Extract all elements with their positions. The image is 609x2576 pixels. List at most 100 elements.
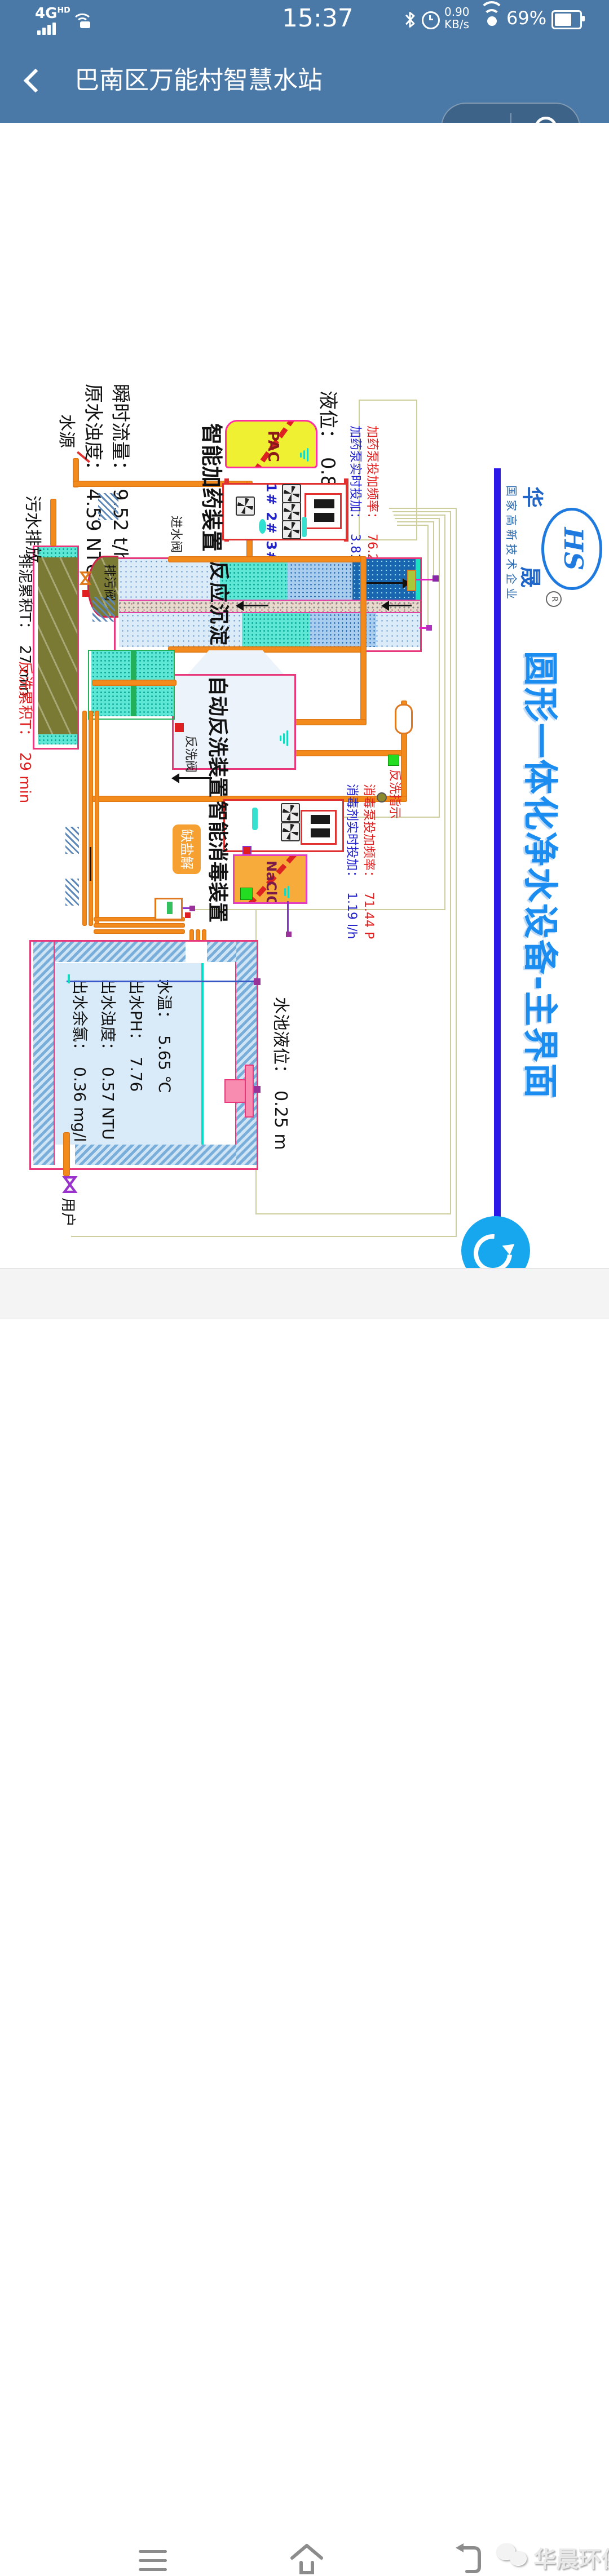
pipe-sensor: [377, 792, 387, 802]
flow-arrow: [242, 605, 268, 606]
pipe: [92, 680, 176, 686]
registered-mark: R: [546, 591, 562, 607]
signal-line: [427, 525, 429, 626]
disinfect-frequency-row: 消毒泵投加频率：71.44 P: [361, 784, 376, 939]
naclo-tank: NaClO: [233, 854, 307, 904]
backwash-indicator-label: 反洗指示: [387, 769, 401, 819]
fan-icon: [282, 502, 301, 521]
title-underline: [494, 468, 501, 1252]
sensor-wire: [287, 901, 289, 934]
tank-flange: [245, 1065, 254, 1118]
instant-flow-row: 瞬时流量：9.52 t/h: [109, 384, 131, 564]
flow-arrow: [388, 605, 412, 606]
pipe: [168, 646, 362, 653]
sensor-node: [433, 575, 439, 582]
ground-hatch-icon: [65, 827, 79, 854]
drain-valve-icon: ⋈: [76, 570, 95, 587]
flow-arrow: [90, 847, 91, 881]
out-turbidity-row: 出水浊度：0.57 NTU: [99, 979, 117, 1140]
ground-hatch-icon: [65, 879, 79, 906]
naclo-label: NaClO: [263, 861, 279, 904]
flow-arrow-head: [236, 601, 244, 611]
vowifi-icon: [75, 13, 90, 28]
logo-char-hua: 华: [520, 486, 545, 508]
home-icon[interactable]: [289, 2541, 325, 2576]
pipe: [293, 719, 367, 725]
drain-valve-actuator: [82, 590, 89, 597]
signal-line: [257, 1213, 451, 1214]
sensor-wire: [420, 627, 426, 629]
backwash-time-row: 反洗累积T：29 min: [16, 661, 33, 804]
flow-arrow: [178, 777, 212, 779]
raw-turbidity-row: 原水浊度：4.59 NTU: [82, 384, 104, 578]
main-content: HS R 华 晟 国家高新技术企业 圆形一体化净水设备-主界面 水源 ⋈ ⋈ 进…: [0, 123, 609, 1268]
dosing-control-cabinet: [304, 493, 342, 529]
bottom-nav-bar: 华晨环保: [0, 1268, 609, 2574]
disinfect-rate-row: 消毒剂实时投加：1.19 l/h: [345, 784, 359, 939]
naclo-indicator-icon: [240, 888, 253, 900]
logo-char-sheng: 晟: [518, 566, 543, 588]
watermark-bubble-icon: [510, 2551, 527, 2566]
sensor-wire: [416, 579, 433, 580]
tank-flange-stem: [224, 1079, 246, 1103]
signal-line: [433, 521, 434, 578]
sewage-label: 污水排放: [23, 495, 42, 563]
signal-line: [71, 1236, 457, 1237]
ground-hatch-icon: [98, 493, 118, 520]
flow-arrow-head: [381, 601, 389, 611]
fan-icon: [282, 484, 301, 503]
menu-icon[interactable]: [139, 2550, 167, 2571]
ph-row: 出水PH：7.76: [127, 979, 145, 1092]
pipe: [82, 711, 87, 926]
salt-release-button[interactable]: 缺盐解除: [151, 824, 201, 874]
backwash-valve-icon: [175, 723, 184, 732]
signal-line: [439, 518, 440, 817]
sensor-tip: [68, 974, 70, 983]
static-mixer: [395, 704, 413, 734]
small-valve: [242, 846, 251, 855]
sensor-node: [254, 978, 261, 985]
signal-line: [450, 511, 451, 1213]
screen-title: 圆形一体化净水设备-主界面: [520, 651, 561, 1099]
company-logo-icon: HS: [541, 508, 602, 590]
sensor-node: [189, 906, 195, 911]
signal-bars-icon: [37, 23, 58, 35]
liquid-level-icon: [298, 447, 310, 462]
back-nav-icon[interactable]: [450, 2542, 484, 2575]
bluetooth-icon: [405, 12, 415, 28]
pipe: [360, 556, 367, 725]
backwash-valve-label: 反洗阀: [183, 735, 197, 773]
page-title: 巴南区万能村智慧水站: [74, 66, 323, 95]
backwash-hopper: [188, 650, 284, 674]
pipe: [95, 711, 99, 926]
raw-water-source-label: 水源: [56, 414, 76, 448]
signal-line: [444, 515, 445, 909]
backwash-indicator-icon: [388, 755, 399, 766]
chlorine-row: 出水余氯：0.36 mg/l: [70, 979, 89, 1142]
dosing-title: 智能加药装置: [199, 423, 224, 552]
refresh-button[interactable]: [461, 1216, 530, 1268]
pool-level-row: 水池液位：0.25 m: [271, 997, 290, 1150]
signal-line: [456, 508, 457, 1236]
sensor-node: [426, 625, 432, 631]
drain-valve-label: 排污阀: [102, 564, 116, 602]
fan-icon: [281, 822, 300, 841]
sensor-node: [254, 1086, 261, 1093]
fan-icon: [236, 496, 255, 516]
battery-percent: 69%: [506, 7, 547, 29]
flow-arrow-head: [171, 773, 179, 783]
pipe: [63, 1132, 70, 1176]
nav-bar: 巴南区万能村智慧水站: [0, 39, 609, 153]
inlet-valve-label: 进水阀: [169, 516, 183, 553]
disinfection-title: 智能消毒装置: [206, 801, 229, 923]
backwash-title: 自动反洗装置: [206, 676, 229, 798]
pipe: [89, 711, 93, 926]
back-icon[interactable]: [23, 68, 48, 93]
pump-head: [259, 519, 266, 534]
fan-icon: [282, 520, 301, 539]
pipe: [168, 556, 367, 562]
pac-tank: PAC: [225, 420, 317, 468]
battery-icon: [551, 10, 585, 29]
pump-part: [302, 517, 307, 537]
